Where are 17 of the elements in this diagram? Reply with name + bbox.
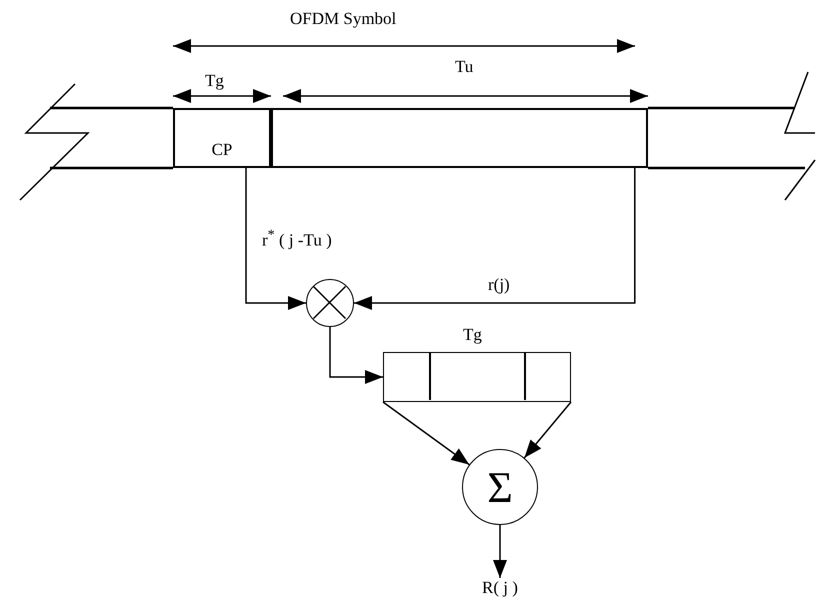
dimension-label: Tg: [205, 72, 224, 89]
dimension-label: OFDM Symbol: [290, 10, 396, 27]
arrow: [245, 168, 306, 310]
multiplier-symbol: [306, 279, 354, 327]
useful-symbol-segment: [271, 108, 648, 168]
output-label: R( j ): [470, 578, 530, 598]
arrow: [329, 327, 383, 384]
arrow: [524, 402, 572, 458]
arrow: [382, 401, 470, 466]
cyclic-prefix-segment: CP: [173, 108, 271, 168]
dimension-label: Tu: [455, 58, 474, 75]
register-label: Tg: [463, 326, 482, 343]
arrow: [493, 525, 507, 578]
arrow: [354, 168, 636, 310]
summation-node: Σ: [462, 449, 538, 525]
edge-label: r(j): [488, 276, 510, 293]
edge-label: r$^{*}$ ( j -Tu ): [262, 228, 332, 249]
